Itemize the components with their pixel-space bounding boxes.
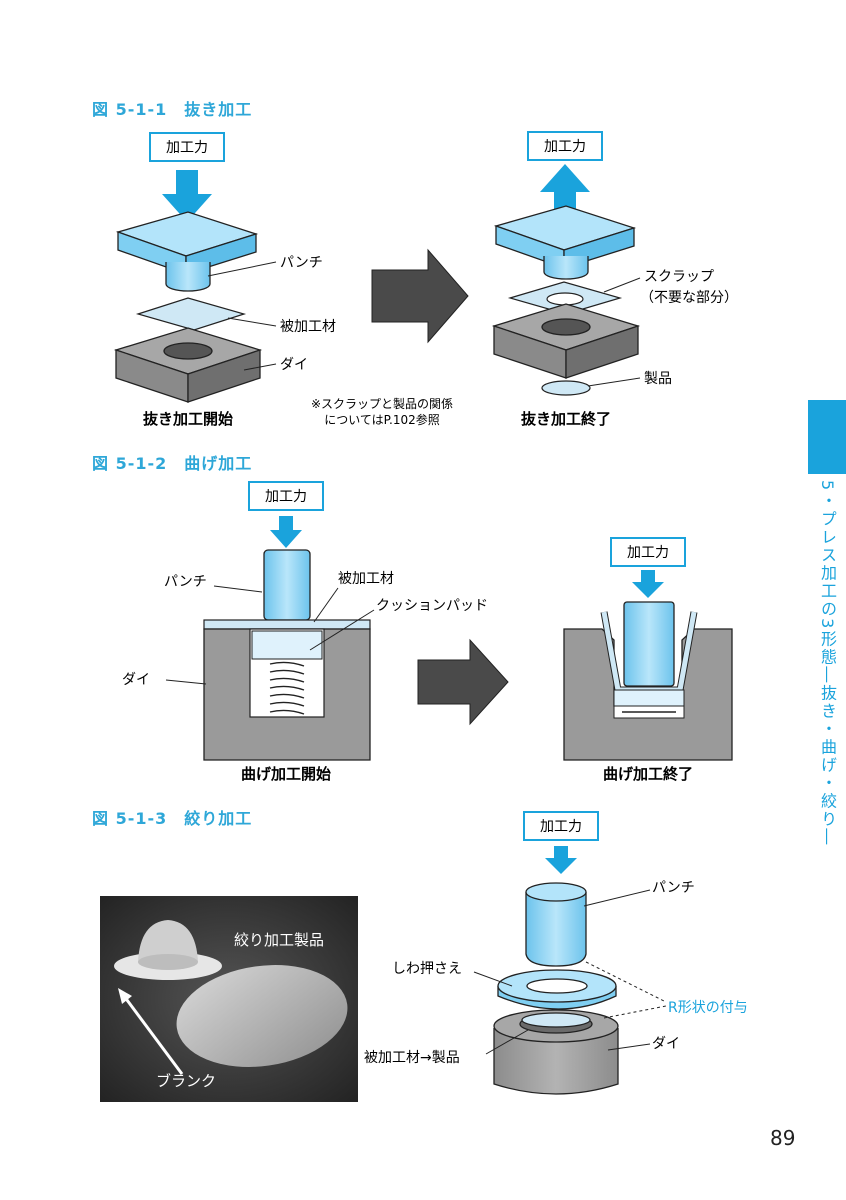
figure-2: 加工力 パンチ 被加工材 クッションパッド ダイ 曲げ加工開始 xyxy=(122,481,733,783)
force-label-3: 加工力 xyxy=(523,811,599,841)
die-2-end xyxy=(563,601,733,761)
label-holder: しわ押さえ xyxy=(392,961,462,977)
die-3 xyxy=(493,1009,619,1095)
label-die-2: ダイ xyxy=(122,672,150,688)
product-disc xyxy=(541,380,591,396)
punch-3 xyxy=(525,882,587,967)
label-workpiece-1: 被加工材 xyxy=(280,319,336,335)
svg-text:加工力: 加工力 xyxy=(544,139,586,155)
label-photo-blank: ブランク xyxy=(156,1072,216,1090)
die-right xyxy=(491,303,641,379)
punch-left xyxy=(115,211,259,292)
label-product-1: 製品 xyxy=(644,371,672,387)
punch-2 xyxy=(263,549,311,621)
label-radius: R形状の付与 xyxy=(668,1000,748,1016)
figure-title-1: 図 5-1-1 抜き加工 xyxy=(92,100,253,119)
label-cushion: クッションパッド xyxy=(376,598,488,614)
force-label-left-2: 加工力 xyxy=(248,481,324,511)
label-punch-2: パンチ xyxy=(164,574,207,590)
figure-title-3: 図 5-1-3 絞り加工 xyxy=(92,809,253,828)
blank-holder xyxy=(497,969,617,1010)
figure-1: 加工力 パンチ 被加工材 ダイ 抜き加工開始 xyxy=(113,131,738,428)
svg-text:加工力: 加工力 xyxy=(627,545,669,561)
die-2 xyxy=(203,628,371,761)
note-line-2: についてはP.102参照 xyxy=(324,412,440,427)
svg-text:加工力: 加工力 xyxy=(166,140,208,156)
force-arrow-down-icon xyxy=(162,170,212,222)
force-label-right-2: 加工力 xyxy=(610,537,686,567)
die-left xyxy=(113,327,263,403)
label-punch-3: パンチ xyxy=(652,880,695,896)
caption-start-2: 曲げ加工開始 xyxy=(241,765,331,783)
figure-title-2: 図 5-1-2 曲げ加工 xyxy=(92,454,253,473)
force-label-left: 加工力 xyxy=(149,132,225,162)
label-scrap: スクラップ xyxy=(644,269,714,285)
label-die-1: ダイ xyxy=(280,357,308,373)
process-arrow-icon-2 xyxy=(417,638,509,726)
force-label-right: 加工力 xyxy=(527,131,603,161)
label-die-3: ダイ xyxy=(652,1036,680,1052)
chapter-tab xyxy=(808,400,846,474)
label-workpiece-3: 被加工材→製品 xyxy=(364,1050,460,1066)
drawing-photo: 絞り加工製品 ブランク xyxy=(100,896,358,1102)
force-arrow-down-icon-4 xyxy=(545,846,577,874)
page-number: 89 xyxy=(770,1126,796,1150)
caption-start-1: 抜き加工開始 xyxy=(143,410,233,428)
svg-text:加工力: 加工力 xyxy=(265,489,307,505)
caption-end-1: 抜き加工終了 xyxy=(521,410,611,428)
workpiece-left xyxy=(135,297,247,331)
label-photo-product: 絞り加工製品 xyxy=(234,931,324,949)
force-arrow-up-icon xyxy=(540,164,590,216)
figure-3: 絞り加工製品 ブランク 加工力 xyxy=(100,811,748,1102)
caption-end-2: 曲げ加工終了 xyxy=(603,765,693,783)
label-workpiece-2: 被加工材 xyxy=(338,571,394,587)
note-line-1: ※スクラップと製品の関係 xyxy=(311,397,453,411)
label-scrap-note: （不要な部分） xyxy=(640,290,738,306)
force-arrow-down-icon-3 xyxy=(632,570,664,598)
label-punch-1: パンチ xyxy=(280,255,323,271)
svg-text:加工力: 加工力 xyxy=(540,819,582,835)
punch-right xyxy=(493,205,637,280)
process-arrow-icon xyxy=(371,248,469,344)
force-arrow-down-icon-2 xyxy=(270,516,302,548)
chapter-title: 5・プレス加工の3形態―抜き・曲げ・絞り― xyxy=(818,480,837,847)
